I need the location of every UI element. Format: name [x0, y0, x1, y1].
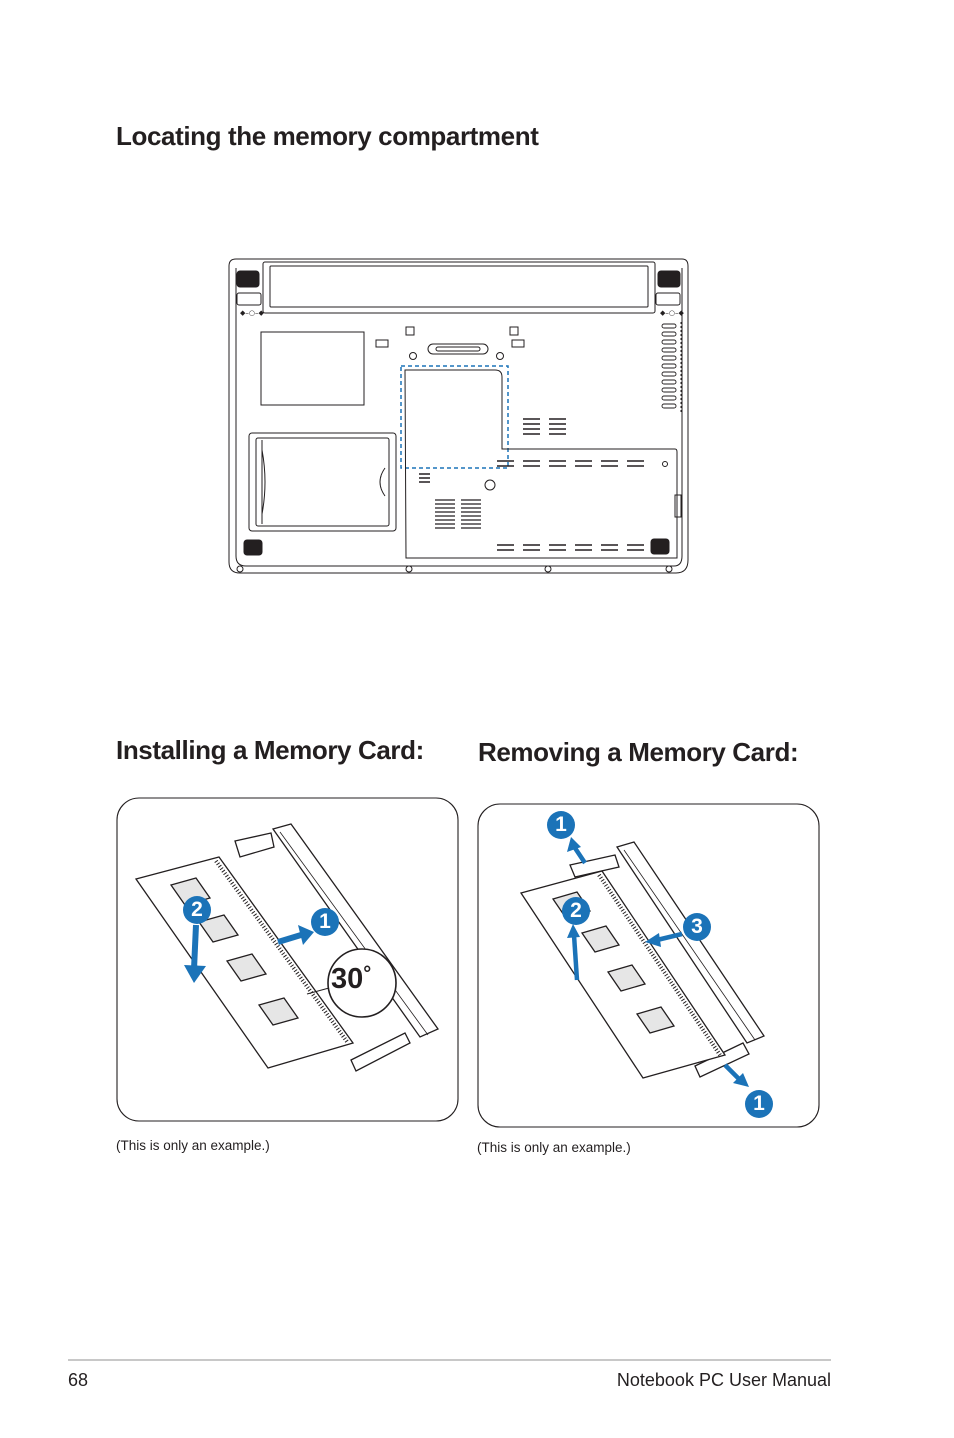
- arrow-down-right-icon: [723, 1063, 741, 1081]
- step-number: 1: [319, 910, 331, 933]
- step-badge-1: 1: [311, 908, 339, 936]
- arrow-up-icon: [571, 934, 580, 981]
- step-badge-1: 1: [745, 1090, 773, 1118]
- removing-title: Removing a Memory Card:: [478, 737, 799, 767]
- socket-latch: [569, 854, 620, 878]
- docking-connector: [427, 343, 489, 355]
- arrow-right-icon: [277, 932, 302, 945]
- figure-frame: [116, 797, 459, 1122]
- step-number: 1: [753, 1092, 765, 1115]
- socket-latch: [234, 832, 275, 858]
- installing-title: Installing a Memory Card:: [116, 735, 424, 765]
- step-number: 2: [191, 898, 203, 921]
- notebook-bottom-diagram: ◆–○–◆ ◆–○–◆: [228, 258, 689, 574]
- figure-frame: [477, 803, 820, 1128]
- rubber-foot: [657, 270, 681, 288]
- step-number: 3: [691, 915, 703, 938]
- step-badge-2: 2: [562, 897, 590, 925]
- step-badge-1: 1: [547, 811, 575, 839]
- angle-callout: [327, 948, 397, 1018]
- socket-latch: [694, 1042, 750, 1078]
- manual-title: Notebook PC User Manual: [616, 1370, 831, 1390]
- memory-compartment-highlight: [400, 365, 509, 469]
- step-badge-2: 2: [183, 896, 211, 924]
- compartment-cover: [404, 369, 678, 559]
- step-badge-3: 3: [683, 913, 711, 941]
- remove-caption: (This is only an example.): [477, 1140, 631, 1155]
- step-number: 1: [555, 813, 567, 836]
- notebook-outline: [228, 258, 689, 574]
- removing-figure: 1 2 3 1: [477, 803, 820, 1129]
- svg-text:◆–○–◆: ◆–○–◆: [660, 309, 684, 317]
- angle-label: 30°: [331, 963, 371, 996]
- installing-figure: 2 1 30°: [116, 797, 459, 1123]
- install-caption: (This is only an example.): [116, 1138, 270, 1153]
- arrow-left-icon: [656, 931, 683, 943]
- rubber-foot: [243, 539, 263, 556]
- rubber-foot: [650, 538, 670, 555]
- label-area: [260, 331, 365, 406]
- battery-bay: [262, 261, 656, 314]
- memory-socket: [615, 841, 765, 1044]
- memory-chip: [169, 877, 300, 1026]
- page-number: 68: [68, 1370, 89, 1390]
- socket-latch: [350, 1032, 411, 1072]
- hard-drive-bay: [248, 432, 397, 532]
- angle-unit: °: [363, 963, 372, 985]
- rubber-foot: [236, 270, 260, 288]
- angle-value: 30: [331, 963, 364, 995]
- footer-divider: [68, 1359, 831, 1361]
- locating-title: Locating the memory compartment: [116, 121, 539, 151]
- arrow-up-icon: [573, 846, 587, 865]
- svg-text:◆–○–◆: ◆–○–◆: [240, 309, 264, 317]
- step-number: 2: [570, 899, 582, 922]
- arrow-down-icon: [191, 924, 199, 970]
